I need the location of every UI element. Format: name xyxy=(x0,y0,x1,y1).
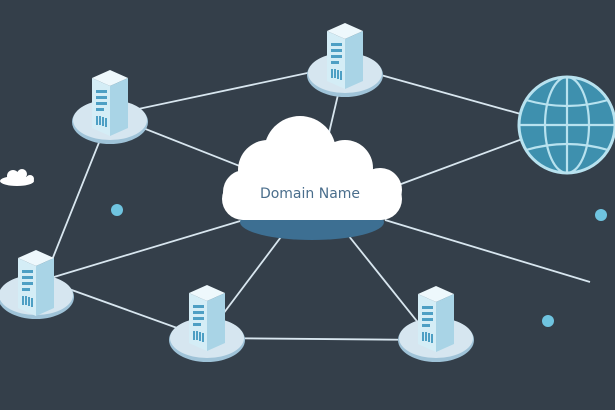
server-icon xyxy=(92,70,128,136)
server-top-center xyxy=(307,23,383,97)
server-icon xyxy=(327,23,363,89)
server-icon xyxy=(18,250,54,316)
globe-icon xyxy=(517,75,615,175)
domain-name-cloud: Domain Name xyxy=(222,116,402,240)
decor-dot xyxy=(595,209,607,221)
server-bottom-right xyxy=(398,286,474,362)
server-top-left xyxy=(72,70,148,144)
server-bottom-center xyxy=(169,285,245,362)
decor-dot xyxy=(111,204,123,216)
decor-dot xyxy=(542,315,554,327)
small-cloud-icon xyxy=(0,169,34,186)
cloud-icon xyxy=(222,116,402,220)
server-icon xyxy=(418,286,454,352)
cloud-label: Domain Name xyxy=(260,186,360,202)
server-mid-left xyxy=(0,250,74,319)
server-icon xyxy=(189,285,225,351)
